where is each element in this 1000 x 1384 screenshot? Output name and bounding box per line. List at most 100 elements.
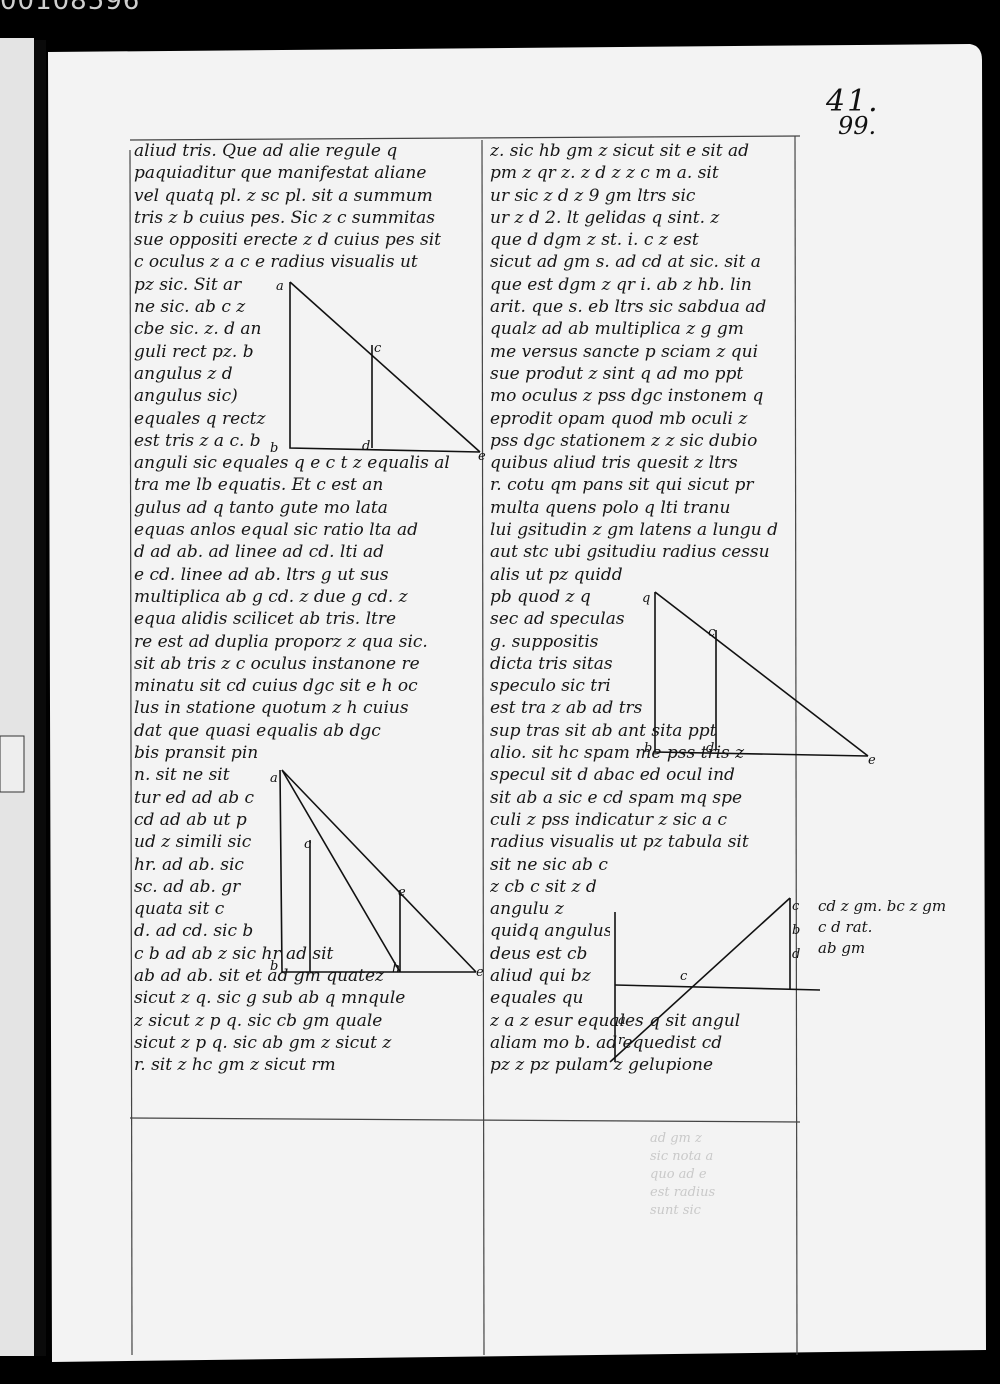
label-d1-d: d	[362, 439, 370, 454]
label-d3-e2: e	[476, 965, 484, 980]
text-line: alio. sit hc spam me pss tris z	[490, 743, 745, 764]
label-d3-e: e	[398, 885, 406, 900]
text-line: z sicut z p q. sic cb gm quale	[134, 1010, 383, 1031]
text-line: speculo sic tri	[490, 676, 611, 697]
faded-note-line: sic nota a	[650, 1149, 714, 1164]
text-line: sicut z q. sic g sub ab q mnqule	[134, 988, 406, 1009]
folio-mark: 99.	[838, 112, 877, 140]
text-line: cd ad ab ut p	[134, 809, 247, 830]
text-line: sicut ad gm s. ad cd at sic. sit a	[490, 252, 761, 273]
text-line: ne sic. ab c z	[134, 297, 246, 318]
text-line: ab ad ab. sit et ad gm quatez	[134, 965, 385, 986]
ruling-lines	[129, 135, 801, 1356]
label-d1-a: a	[276, 279, 284, 294]
text-line: aliud tris. Que ad alie regule q	[134, 141, 398, 161]
text-line: dat que quasi equalis ab dgc	[134, 720, 381, 741]
text-line: sue oppositi erecte z d cuius pes sit	[134, 230, 441, 251]
text-line: lus in statione quotum z h cuius	[134, 698, 409, 719]
text-line: multiplica ab g cd. z due g cd. z	[134, 586, 408, 607]
text-line: equales q rectz	[134, 408, 266, 429]
label-d4-e: c	[680, 969, 688, 984]
text-line: que est dgm z qr i. ab z hb. lin	[490, 274, 752, 295]
label-d4-c: c	[792, 899, 800, 914]
text-line: specul sit d abac ed ocul ind	[490, 765, 735, 786]
text-line: sc. ad ab. gr	[134, 876, 241, 897]
text-line: multa quens polo q lti tranu	[490, 497, 731, 518]
faded-note-line: est radius	[650, 1185, 716, 1200]
text-line: hr. ad ab. sic	[134, 854, 244, 875]
text-line: pz sic. Sit ar	[134, 274, 242, 295]
text-line: tur ed ad ab c	[134, 787, 255, 808]
text-line: est tra z ab ad trs bi	[490, 698, 645, 719]
text-line: z cb c sit z d	[490, 876, 597, 897]
text-line: quata sit c	[134, 899, 225, 920]
text-line: mo oculus z pss dgc instonem q	[490, 386, 764, 407]
label-d1-b: b	[270, 441, 278, 456]
label-d4-a: a	[618, 1013, 626, 1028]
label-d4-r: r	[618, 1033, 625, 1048]
text-line: aliud qui bz	[490, 965, 591, 986]
text-line: equas anlos equal sic ratio lta ad	[134, 520, 418, 541]
label-d1-e: e	[478, 449, 486, 464]
text-line: aut stc ubi gsitudiu radius cessu	[490, 542, 770, 563]
text-line: minatu sit cd cuius dgc sit e h oc	[134, 676, 418, 697]
label-d3-h: h	[392, 961, 400, 976]
margin-note-line: ab gm	[818, 939, 866, 957]
text-line: angulus z d	[134, 363, 233, 384]
text-line: angulu z	[490, 899, 564, 920]
text-line: sit ab tris z c oculus instanone re	[134, 653, 420, 674]
text-line: gulus ad q tanto gute mo lata	[134, 497, 388, 518]
diagram-labels: a c d b e q c d b e a c e b h e c b d c …	[270, 279, 876, 1048]
folio-number: 41.	[826, 84, 880, 119]
diagram-1	[289, 281, 481, 453]
text-line: equales qu	[490, 988, 584, 1009]
text-line: ud z simili sic	[134, 832, 252, 853]
text-line: aliam mo b. ad equedist cd	[490, 1032, 723, 1053]
diagram-4	[609, 897, 821, 1063]
text-line: arit. que s. eb ltrs sic sabdua ad	[490, 297, 767, 318]
text-line: c b ad ab z sic hr ad sit	[134, 943, 334, 964]
text-line: quibus aliud tris quesit z ltrs	[490, 453, 738, 474]
text-line: bis pransit pin	[134, 743, 259, 764]
faded-note-line: ad gm z	[650, 1131, 702, 1146]
text-line: lui gsitudin z gm latens a lungu d	[490, 520, 779, 541]
text-line: tris z b cuius pes. Sic z c summitas	[134, 207, 435, 228]
diagram-2	[654, 591, 869, 757]
label-d3-a: a	[270, 771, 278, 786]
faded-note-line: sunt sic	[650, 1203, 701, 1218]
text-line: paquiaditur que manifestat aliane	[134, 163, 427, 184]
text-line: eprodit opam quod mb oculi z	[490, 408, 748, 429]
text-line: sup tras sit ab ant sita ppt	[490, 720, 717, 741]
faded-note-line: quo ad e	[650, 1167, 707, 1182]
text-line: pm z qr z. z d z z c m a. sit	[490, 163, 719, 184]
text-line: sue produt z sint q ad mo ppt	[490, 363, 744, 384]
text-line: anguli sic equales q e c t z equalis al …	[134, 453, 452, 474]
text-line: radius visualis ut pz tabula sit	[490, 832, 749, 853]
text-line: pz z pz pulam z gelupione	[490, 1055, 714, 1076]
text-line: z. sic hb gm z sicut sit e sit ad	[490, 141, 749, 161]
margin-note: cd z gm. bc z gm c d rat. ab gm	[818, 896, 958, 959]
text-line: deus est cb	[490, 943, 588, 964]
faded-offset-text: ad gm z sic nota a quo ad e est radius sunt …	[650, 1130, 790, 1220]
text-line: est tris z a c. b	[134, 430, 261, 451]
margin-note-line: c d rat.	[818, 918, 873, 936]
label-d2-d: d	[706, 741, 714, 756]
text-line: c oculus z a c e radius visualis ut	[134, 252, 418, 273]
text-line: angulus sic)	[134, 386, 238, 407]
label-d1-c: c	[374, 341, 382, 356]
page	[48, 44, 986, 1362]
margin-note-line: cd z gm. bc z gm	[818, 897, 947, 915]
text-line: d ad ab. ad linee ad cd. lti ad	[134, 542, 385, 563]
text-line: sec ad speculas	[490, 609, 625, 630]
text-line: alis ut pz quidd	[490, 564, 623, 585]
text-line: z a z esur equales q sit angul	[490, 1010, 741, 1031]
text-line: que d dgm z st. i. c z est	[490, 230, 699, 251]
text-line: culi z pss indicatur z sic a c	[490, 809, 728, 830]
text-line: equa alidis scilicet ab tris. ltre	[134, 609, 397, 630]
text-line: g. suppositis	[490, 631, 599, 652]
text-line: d. ad cd. sic b	[134, 921, 254, 942]
text-line: ur sic z d z 9 gm ltrs sic	[490, 185, 696, 206]
